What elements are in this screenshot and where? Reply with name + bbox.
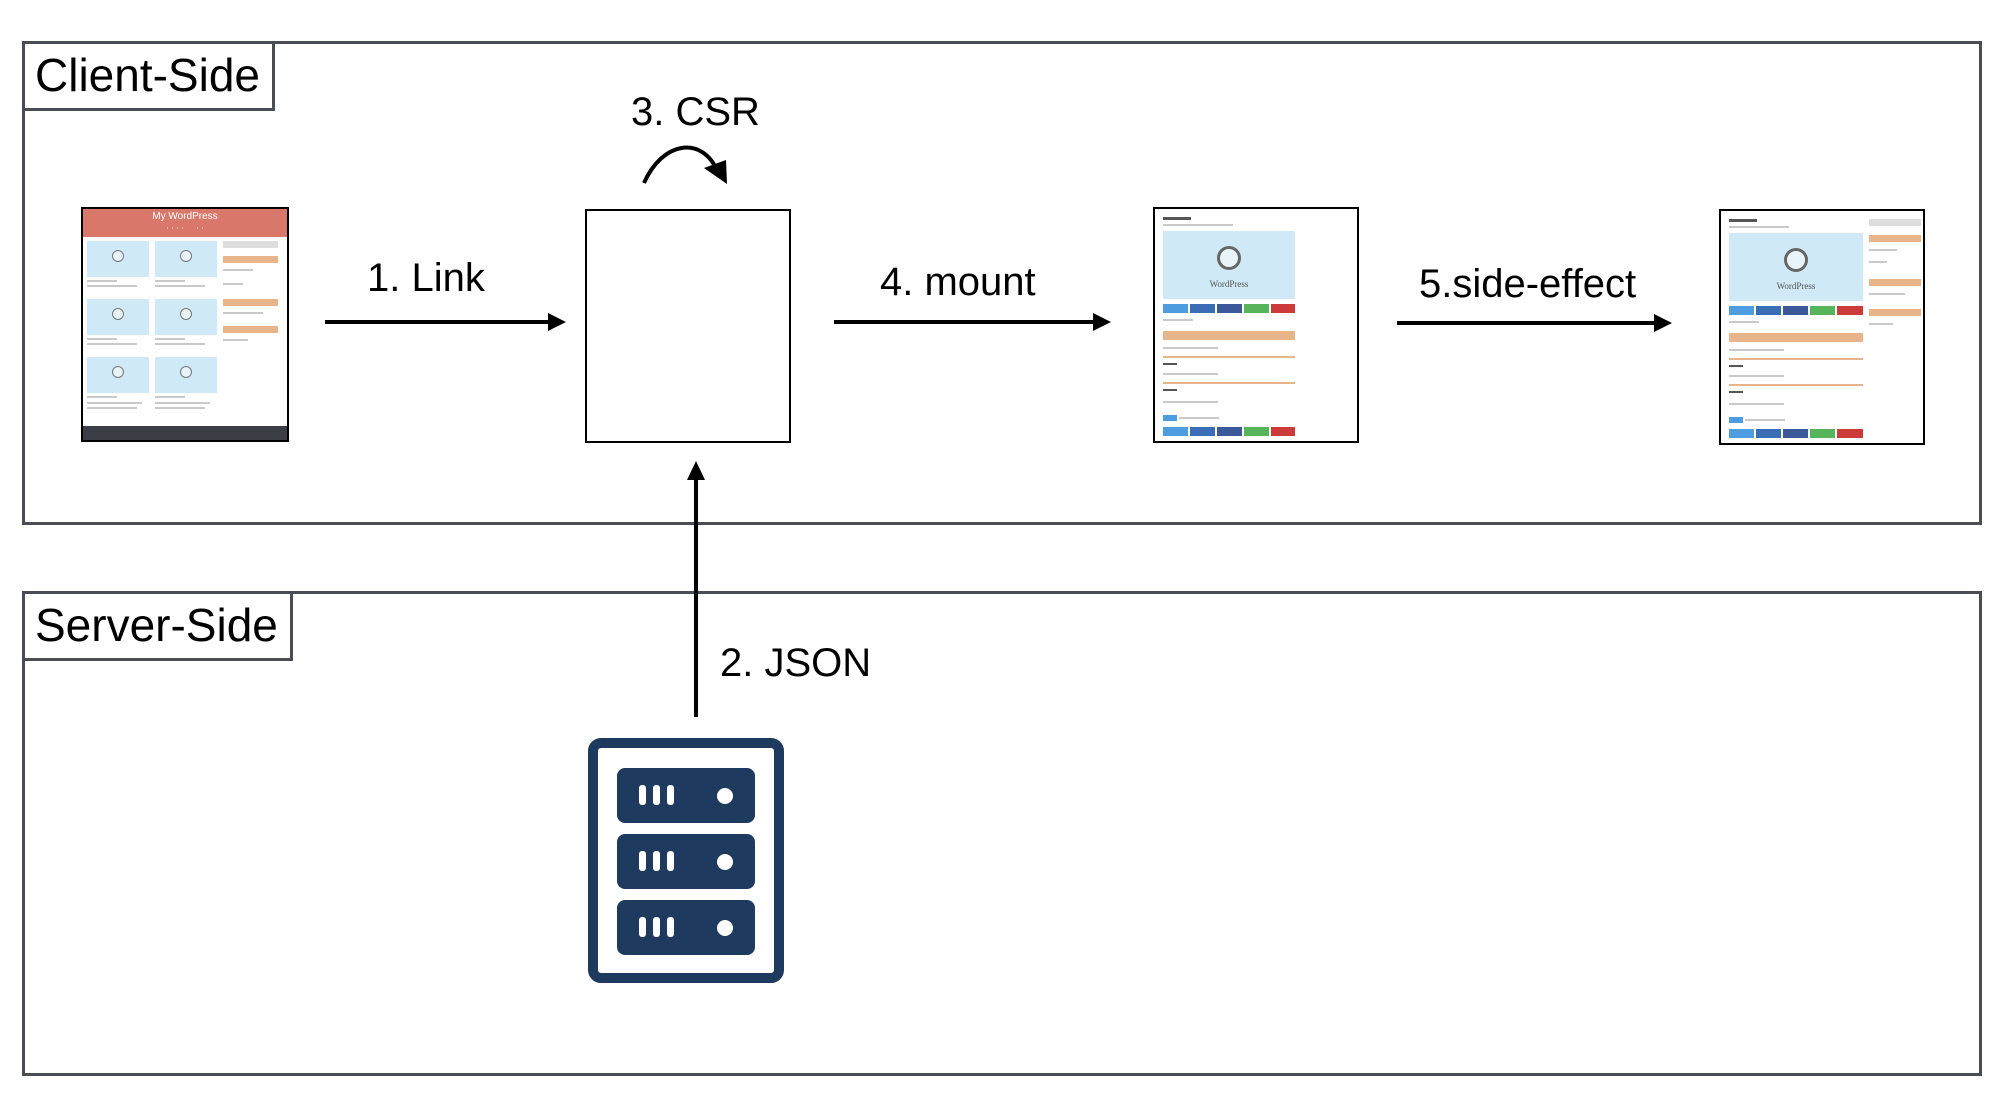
client-side-region: Client-Side bbox=[22, 41, 1982, 525]
step-link-label: 1. Link bbox=[367, 256, 485, 300]
client-side-label: Client-Side bbox=[22, 41, 275, 111]
thumbnail-site-title: My WordPress bbox=[152, 211, 218, 222]
curved-arrow-icon bbox=[642, 145, 727, 184]
thumbnail-card bbox=[87, 241, 149, 277]
thumbnail-footer bbox=[83, 426, 287, 440]
step-json-label: 2. JSON bbox=[720, 641, 872, 685]
empty-page-frame bbox=[585, 209, 791, 443]
hero-wordpress-text: WordPress bbox=[1776, 281, 1816, 292]
arrow-link bbox=[325, 313, 566, 331]
arrow-side-effect bbox=[1397, 314, 1672, 332]
wordpress-logo-icon bbox=[112, 308, 124, 320]
hero-wordpress-text: WordPress bbox=[1209, 279, 1249, 290]
thumbnail-card bbox=[155, 357, 217, 393]
thumbnail-card bbox=[87, 299, 149, 335]
wordpress-logo-icon bbox=[180, 308, 192, 320]
arrow-mount bbox=[834, 313, 1111, 331]
page-thumbnail-mounted: WordPress bbox=[1153, 207, 1359, 443]
thumbnail-hero-image: WordPress bbox=[1163, 231, 1295, 299]
wordpress-logo-icon bbox=[112, 366, 124, 378]
wordpress-logo-icon bbox=[180, 366, 192, 378]
wordpress-logo-icon bbox=[1217, 245, 1241, 270]
wordpress-logo-icon bbox=[180, 250, 192, 262]
step-mount-label: 4. mount bbox=[880, 260, 1036, 304]
server-rack-icon bbox=[588, 738, 784, 983]
step-csr-label: 3. CSR bbox=[631, 90, 760, 134]
wordpress-logo-icon bbox=[1784, 247, 1808, 272]
wordpress-logo-icon bbox=[112, 250, 124, 262]
page-thumbnail-side-effect: WordPress bbox=[1719, 209, 1925, 445]
page-thumbnail-initial: My WordPress ・・・・ ・・ bbox=[81, 207, 289, 442]
thumbnail-card bbox=[87, 357, 149, 393]
server-side-label: Server-Side bbox=[22, 591, 293, 661]
thumbnail-card bbox=[155, 241, 217, 277]
arrow-json bbox=[687, 461, 705, 717]
thumbnail-card bbox=[155, 299, 217, 335]
thumbnail-header: My WordPress ・・・・ ・・ bbox=[83, 209, 287, 237]
server-side-region: Server-Side bbox=[22, 591, 1982, 1076]
thumbnail-hero-image: WordPress bbox=[1729, 233, 1863, 301]
step-side-effect-label: 5.side-effect bbox=[1419, 262, 1637, 306]
